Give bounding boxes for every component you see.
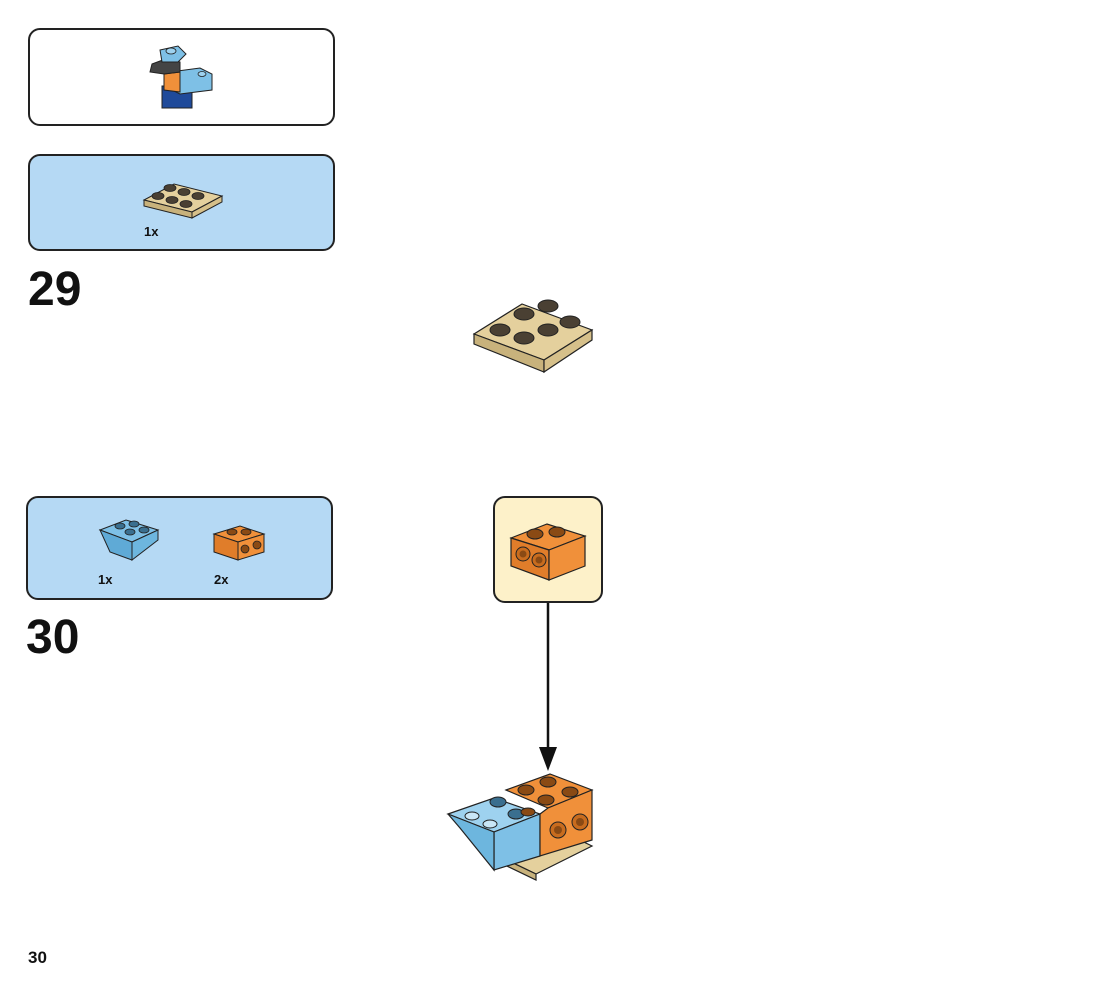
part-quantity: 1x bbox=[98, 572, 113, 587]
parts-list-step-30: 1x 2x bbox=[26, 496, 333, 600]
part-quantity: 1x bbox=[144, 224, 159, 239]
part-quantity: 2x bbox=[214, 572, 229, 587]
orange-brick-part-icon bbox=[212, 525, 266, 561]
tan-plate-part-icon bbox=[142, 183, 224, 219]
sub-step-callout bbox=[493, 496, 603, 603]
bird-model-icon bbox=[149, 45, 213, 109]
step-number: 29 bbox=[28, 263, 82, 316]
page-number: 30 bbox=[28, 948, 47, 967]
step-number: 30 bbox=[26, 611, 80, 664]
blue-slope-part-icon bbox=[98, 519, 160, 562]
tan-plate-assembly-icon bbox=[472, 299, 594, 374]
parts-list-step-29: 1x bbox=[28, 154, 335, 251]
submodel-preview-box bbox=[28, 28, 335, 126]
step-30-assembly-icon bbox=[446, 773, 594, 881]
placement-arrow bbox=[539, 603, 557, 771]
orange-brick-callout-icon bbox=[509, 523, 587, 581]
